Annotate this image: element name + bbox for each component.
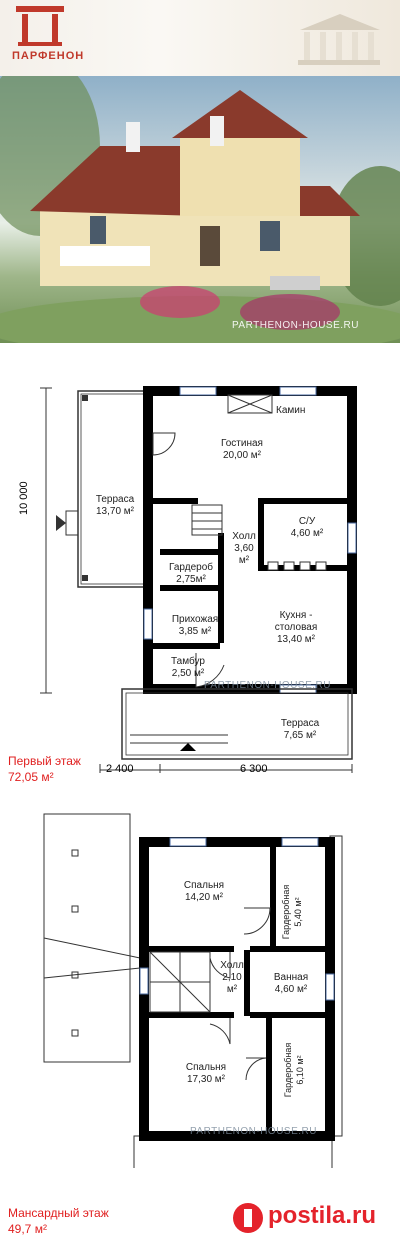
photo-watermark: PARTHENON-HOUSE.RU: [232, 320, 359, 331]
attic-area: 49,7 м²: [8, 1222, 47, 1236]
plan-watermark-2: PARTHENON-HOUSE.RU: [190, 1126, 317, 1137]
first-floor-area: 72,05 м²: [8, 770, 54, 784]
room-kitchen: Кухня - столовая 13,40 м²: [274, 610, 318, 645]
room-kamin: Камин: [276, 405, 306, 416]
dimension-vertical: 10 000: [18, 481, 30, 515]
house-photo: PARTHENON-HOUSE.RU: [0, 76, 400, 343]
postila-pin-icon: [233, 1203, 263, 1233]
attic-title: Мансардный этаж: [8, 1206, 109, 1220]
brand-name: ПАРФЕНОН: [12, 50, 85, 62]
room-bedroom-2: Спальня 17,30 м²: [185, 1062, 227, 1085]
room-bedroom-1: Спальня 14,20 м²: [183, 880, 225, 903]
house-illustration-icon: [0, 76, 400, 343]
room-bathroom: Ванная 4,60 м²: [273, 972, 309, 995]
room-entry: Прихожая 3,85 м²: [171, 614, 219, 637]
room-wardrobe: Гардероб 2,75м²: [169, 562, 213, 585]
room-terrace-bottom: Терраса 7,65 м²: [280, 718, 320, 741]
room-living: Гостиная 20,00 м²: [221, 438, 263, 461]
parthenon-logo-icon: [16, 6, 64, 46]
dimension-left: 2 400: [106, 763, 134, 775]
temple-decoration-icon: [298, 14, 380, 65]
room-bath: С/У 4,60 м²: [290, 516, 324, 539]
first-floor-title: Первый этаж: [8, 754, 81, 768]
plan-watermark-1: PARTHENON-HOUSE.RU: [204, 680, 331, 691]
room-dress-2: Гардеробная 6,10 м²: [283, 1042, 305, 1098]
dimension-right: 6 300: [240, 763, 268, 775]
first-floor-plan: [40, 386, 357, 773]
room-terrace-left: Терраса 13,70 м²: [95, 494, 135, 517]
site-header: ПАРФЕНОН: [0, 0, 400, 77]
postila-logo[interactable]: postila.ru: [232, 1198, 392, 1238]
room-vestibule: Тамбур 2,50 м²: [171, 656, 205, 679]
room-hall: Холл 3,60 м²: [232, 531, 256, 566]
room-attic-hall: Холл 2,10 м²: [220, 960, 244, 995]
postila-text: postila.ru: [268, 1202, 377, 1229]
attic-floor-plan: [43, 813, 343, 1168]
room-dress-1: Гардеробная 5,40 м²: [281, 884, 303, 940]
